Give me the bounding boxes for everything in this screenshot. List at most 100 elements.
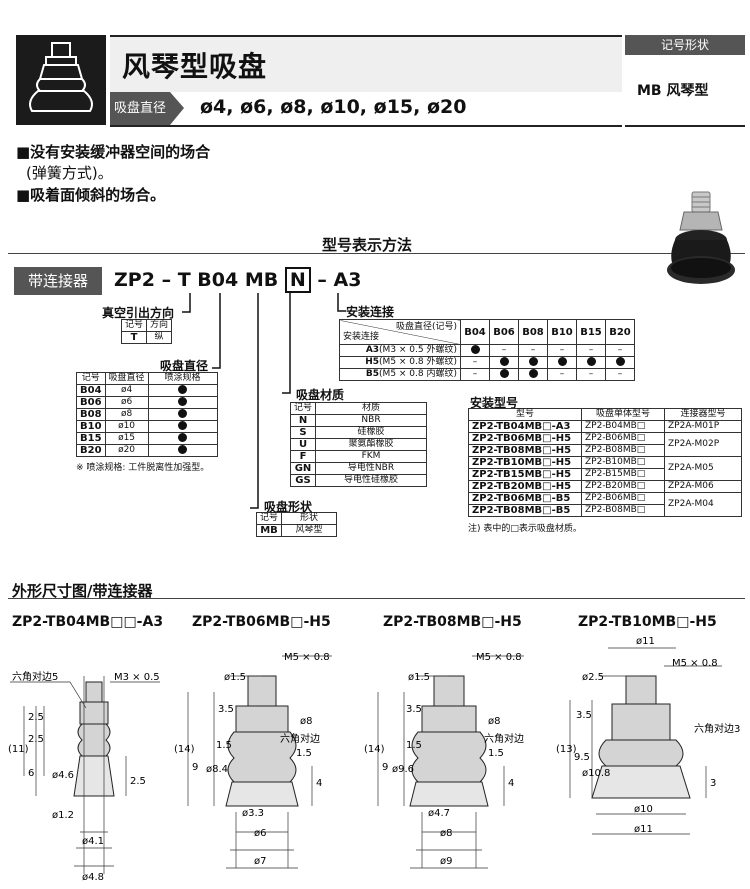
dim-text: ø8 <box>440 828 452 839</box>
section-divider <box>8 598 745 599</box>
drawing-title-3: ZP2-TB08MB□-H5 <box>383 614 522 630</box>
dim-text: 2.5 <box>28 712 44 723</box>
drawing-title-4: ZP2-TB10MB□-H5 <box>578 614 717 630</box>
model-section-title: 型号表示方法 <box>322 236 413 254</box>
code-dash-2: – <box>317 269 327 291</box>
mount-code: H5 <box>365 357 380 367</box>
dim-text: ø6 <box>254 828 266 839</box>
mm-connector: ZP2A-M02P <box>664 432 742 457</box>
table-row: A3(M3 × 0.5 外螺纹) ––––– <box>339 344 635 357</box>
page-title-bar: 风琴型吸盘 <box>110 35 622 94</box>
mount-cell: – <box>576 368 606 381</box>
mount-cell <box>605 356 635 369</box>
dia-value: ø4 <box>104 384 149 397</box>
mm-model: ZP2-TB10MB□-H5 <box>468 456 582 469</box>
mount-desc: (M5 × 0.8 内螺纹) <box>379 369 457 379</box>
pad-diameter-title: 吸盘直径 <box>160 359 209 373</box>
drawing-tb08: M5 × 0.8 ø1.5 3.5 ø8 六角对边 1.5 (14) 9 1.5… <box>364 652 524 869</box>
dim-text: 9 <box>382 762 388 773</box>
mount-desc: (M3 × 0.5 外螺纹) <box>379 345 457 355</box>
dim-text: M3 × 0.5 <box>114 672 160 683</box>
dia-col-code: 记号 <box>76 372 106 385</box>
mounting-table: 吸盘直径(记号) 安装连接 B04 B06 B08 B10 B15 B20 A3… <box>339 319 635 381</box>
dia-value: ø8 <box>104 408 149 421</box>
dot-icon <box>470 345 480 354</box>
dia-code: B20 <box>76 444 106 457</box>
dim-text: ø4.6 <box>52 770 74 781</box>
mount-cell: – <box>547 344 577 357</box>
code-shape: MB <box>244 269 279 291</box>
mm-col-model: 型号 <box>468 408 582 421</box>
dim-text: 六角对边3 <box>694 722 740 735</box>
dim-text: (13) <box>556 744 577 755</box>
mm-pad: ZP2-B06MB□ <box>581 492 665 505</box>
mat-code: GS <box>289 474 317 487</box>
dim-text: 9.5 <box>574 752 590 763</box>
dia-col-spray: 喷涂规格 <box>147 372 218 385</box>
dim-text: (14) <box>174 744 195 755</box>
mount-col: B08 <box>518 319 548 345</box>
dim-text: 1.5 <box>488 748 504 759</box>
dim-text: 3.5 <box>576 710 592 721</box>
dim-text: ø8 <box>300 716 312 727</box>
dim-text: ø9 <box>440 856 452 867</box>
dot-icon <box>586 357 596 366</box>
mat-code: N <box>289 414 317 427</box>
dim-text: 6 <box>28 768 34 779</box>
product-photo <box>660 188 740 304</box>
spray-note: ※ 喷涂规格: 工件脱离性加强型。 <box>76 463 210 473</box>
dim-text: ø2.5 <box>582 672 604 683</box>
mm-model: ZP2-TB04MB□-A3 <box>468 420 582 433</box>
mount-cell: – <box>460 368 490 381</box>
dim-text: ø3.3 <box>242 808 264 819</box>
dot-icon <box>499 357 509 366</box>
dim-text: M5 × 0.8 <box>672 658 718 669</box>
dim-text: 3.5 <box>406 704 422 715</box>
mm-pad: ZP2-B15MB□ <box>581 468 665 481</box>
dim-text: 4 <box>316 778 322 789</box>
dim-text: ø10 <box>634 804 653 815</box>
dia-code: B10 <box>76 420 106 433</box>
mat-value: 导电性NBR <box>315 462 428 475</box>
pad-diameter-bar: 吸盘直径 ø4, ø6, ø8, ø10, ø15, ø20 <box>110 92 622 127</box>
mount-cell: – <box>489 344 519 357</box>
dia-code: B04 <box>76 384 106 397</box>
mount-col: B15 <box>576 319 606 345</box>
mount-cell: – <box>547 368 577 381</box>
mount-cell <box>518 368 548 381</box>
drawing-title-1: ZP2-TB04MB□□-A3 <box>12 614 164 630</box>
dot-icon <box>528 357 538 366</box>
dim-text: 4 <box>508 778 514 789</box>
dim-text: ø9.6 <box>392 764 414 775</box>
dim-text: ø8 <box>488 716 500 727</box>
mm-pad: ZP2-B20MB□ <box>581 480 665 493</box>
dim-section-title: 外形尺寸图/带连接器 <box>12 582 153 600</box>
mat-value: 导电性硅橡胶 <box>315 474 428 487</box>
dim-text: ø1.2 <box>52 810 74 821</box>
dim-text: ø8.4 <box>206 764 228 775</box>
mm-pad: ZP2-B06MB□ <box>581 432 665 445</box>
mount-cell <box>547 356 577 369</box>
header-product-icon <box>16 35 106 125</box>
vacuum-direction-label: 真空引出方向 <box>102 306 175 320</box>
dia-value: ø6 <box>104 396 149 409</box>
code-direction: T <box>177 269 191 291</box>
dim-text: 六角对边 <box>280 732 320 745</box>
table-row: B5(M5 × 0.8 内螺纹) –––– <box>339 368 635 381</box>
code-dash-1: – <box>161 269 172 291</box>
